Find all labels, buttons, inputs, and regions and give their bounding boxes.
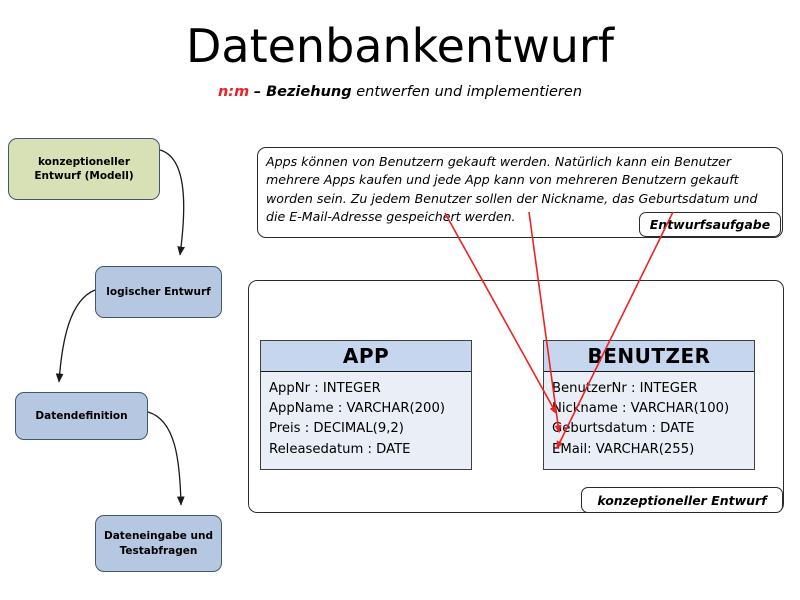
flow-arrow-2 xyxy=(55,289,96,383)
flow-step-logischer-entwurf[interactable]: logischer Entwurf xyxy=(95,266,222,318)
flow-step-datendefinition[interactable]: Datendefinition xyxy=(15,392,148,440)
attribute-row: Nickname : VARCHAR(100) xyxy=(552,399,754,419)
flow-step-konzeptioneller-entwurf[interactable]: konzeptioneller Entwurf (Modell) xyxy=(8,138,160,200)
attribute-name: AppNr xyxy=(269,381,315,396)
entity-table-app[interactable]: APP AppNr : INTEGER AppName : VARCHAR(20… xyxy=(260,340,472,470)
entity-attribute-list-app: AppNr : INTEGER AppName : VARCHAR(200) P… xyxy=(261,372,471,464)
subtitle-nm: n:m xyxy=(217,84,250,100)
entity-table-benutzer[interactable]: BENUTZER BenutzerNr : INTEGER Nickname :… xyxy=(543,340,755,470)
attribute-type: : DECIMAL(9,2) xyxy=(304,421,404,437)
entity-name-benutzer: BENUTZER xyxy=(544,341,754,372)
attribute-name: Releasedatum xyxy=(269,441,368,457)
flow-step-label-line1: konzeptioneller xyxy=(37,155,131,168)
flow-step-label-line2: Testabfragen xyxy=(119,544,198,557)
attribute-name: EMail xyxy=(552,441,588,457)
flow-step-label: Dateneingabe und Testabfragen xyxy=(104,529,213,557)
subtitle-beziehung: – Beziehung xyxy=(253,84,352,100)
attribute-type: : VARCHAR(100) xyxy=(622,401,730,417)
entity-name-app: APP xyxy=(261,341,471,372)
attribute-row: AppNr : INTEGER xyxy=(269,379,471,399)
flow-arrow-3 xyxy=(147,411,185,506)
attribute-type: : DATE xyxy=(651,421,695,437)
flow-step-label: logischer Entwurf xyxy=(106,285,211,298)
flow-step-label: konzeptioneller Entwurf (Modell) xyxy=(34,155,133,183)
attribute-row: BenutzerNr : INTEGER xyxy=(552,379,754,399)
konzeptioneller-entwurf-tab-label: konzeptioneller Entwurf xyxy=(581,487,783,513)
subtitle-rest: entwerfen und implementieren xyxy=(351,84,583,100)
attribute-type: : VARCHAR(200) xyxy=(337,401,445,417)
flow-step-dateneingabe-testabfragen[interactable]: Dateneingabe und Testabfragen xyxy=(95,515,222,572)
attribute-type: : VARCHAR(255) xyxy=(587,441,695,457)
attribute-name: Preis xyxy=(269,421,305,437)
attribute-type: : INTEGER xyxy=(314,381,381,396)
attribute-row: AppName : VARCHAR(200) xyxy=(269,399,471,419)
page-subtitle: n:m – Beziehung entwerfen und implementi… xyxy=(0,84,800,100)
flow-step-label: Datendefinition xyxy=(35,409,128,422)
flow-step-label-line2: Entwurf (Modell) xyxy=(34,170,134,182)
attribute-type: : DATE xyxy=(367,441,411,457)
attribute-row: EMail: VARCHAR(255) xyxy=(552,440,754,460)
attribute-name: AppName xyxy=(269,401,338,417)
page-title: Datenbankentwurf xyxy=(185,19,614,73)
attribute-name: Nickname xyxy=(552,401,623,417)
attribute-type: : INTEGER xyxy=(630,381,698,396)
attribute-name: BenutzerNr xyxy=(552,381,631,396)
attribute-name: Geburtsdatum xyxy=(552,421,652,437)
attribute-row: Geburtsdatum : DATE xyxy=(552,419,754,439)
attribute-row: Preis : DECIMAL(9,2) xyxy=(269,419,471,439)
attribute-row: Releasedatum : DATE xyxy=(269,440,471,460)
flow-step-label-line1: Dateneingabe und xyxy=(104,530,213,543)
entwurfsaufgabe-tab-label: Entwurfsaufgabe xyxy=(639,212,781,237)
flow-arrow-1 xyxy=(159,149,185,256)
entity-attribute-list-benutzer: BenutzerNr : INTEGER Nickname : VARCHAR(… xyxy=(544,372,754,464)
